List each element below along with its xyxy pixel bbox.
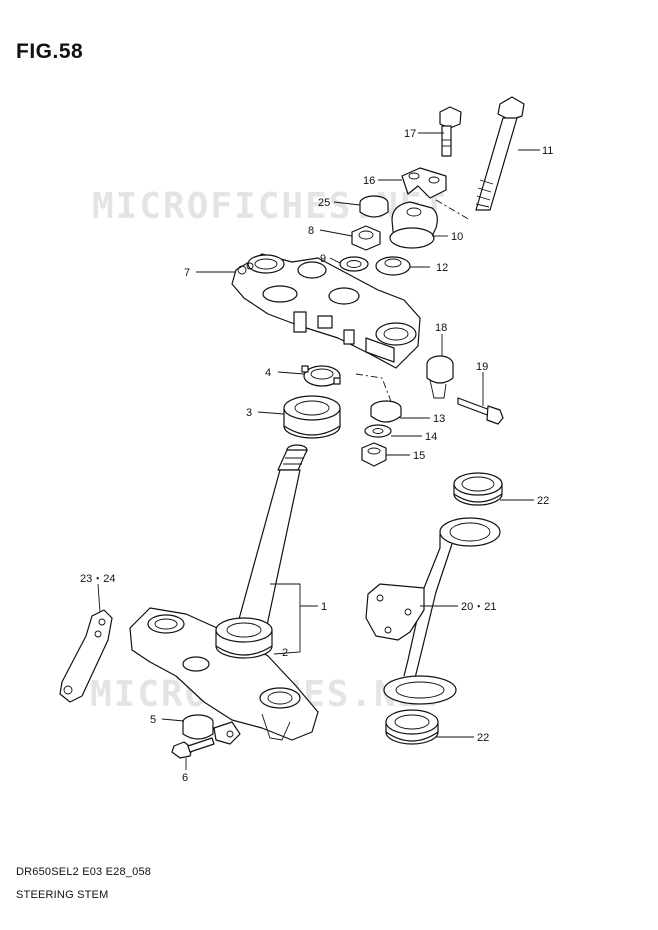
part-9-washer[interactable] [339,256,369,272]
callout-17: 17 [404,128,416,140]
callout-25: 25 [318,197,330,209]
leader-lines [97,132,540,770]
callout-8: 8 [308,225,314,237]
part-17-bolt[interactable] [439,106,462,157]
part-6-bolt[interactable] [171,737,215,759]
part-3-bearing[interactable] [283,395,341,439]
callout-9: 9 [320,253,326,265]
part-5-grommet[interactable] [182,714,241,745]
part-8-nut[interactable] [351,225,381,251]
callout-15: 15 [413,450,425,462]
callout-4: 4 [265,367,271,379]
callout-19: 19 [476,361,488,373]
callout-22-lower: 22 [477,732,489,744]
callout-2: 2 [282,647,288,659]
part-11-bolt[interactable] [475,96,525,211]
figure-title: FIG.58 [16,40,84,63]
callout-3: 3 [246,407,252,419]
part-13-bushing[interactable] [370,400,402,423]
footer-diagram-name: STEERING STEM [16,889,109,901]
part-18-clamp[interactable] [426,355,454,399]
callout-22-upper: 22 [537,495,549,507]
part-20-21-bracket[interactable] [365,517,501,705]
callout-7: 7 [184,267,190,279]
part-15-nut[interactable] [361,442,387,467]
callout-12: 12 [436,262,448,274]
callout-18: 18 [435,322,447,334]
callout-5: 5 [150,714,156,726]
part-19-bolt[interactable] [457,397,504,425]
callout-16: 16 [363,175,375,187]
lower-bracket[interactable] [129,607,319,741]
callout-10: 10 [451,231,463,243]
part-16-clamp-cap[interactable] [401,167,447,199]
part-4-lock-nut[interactable] [301,365,341,387]
callout-23-24: 23・24 [80,573,115,585]
part-23-24-bracket[interactable] [59,609,113,703]
callout-13: 13 [433,413,445,425]
part-1-steering-stem[interactable] [235,444,308,631]
callout-20-21: 20・21 [461,601,496,613]
part-25-cap[interactable] [359,195,389,218]
part-14-washer[interactable] [364,424,392,438]
part-10-handlebar-holder[interactable] [389,201,438,249]
part-22-lower-seal[interactable] [385,709,439,745]
callout-14: 14 [425,431,437,443]
part-12-cushion[interactable] [375,256,411,276]
callout-1: 1 [321,601,327,613]
part-7-upper-bracket[interactable] [231,253,421,369]
part-2-lower-bearing[interactable] [215,617,273,659]
callout-11: 11 [542,145,553,157]
footer-diagram-code: DR650SEL2 E03 E28_058 [16,866,152,878]
part-22-upper-seal[interactable] [453,472,503,506]
callout-labels: 11 17 16 25 10 8 9 12 7 18 19 4 3 13 14 … [80,128,553,784]
callout-6: 6 [182,772,188,784]
